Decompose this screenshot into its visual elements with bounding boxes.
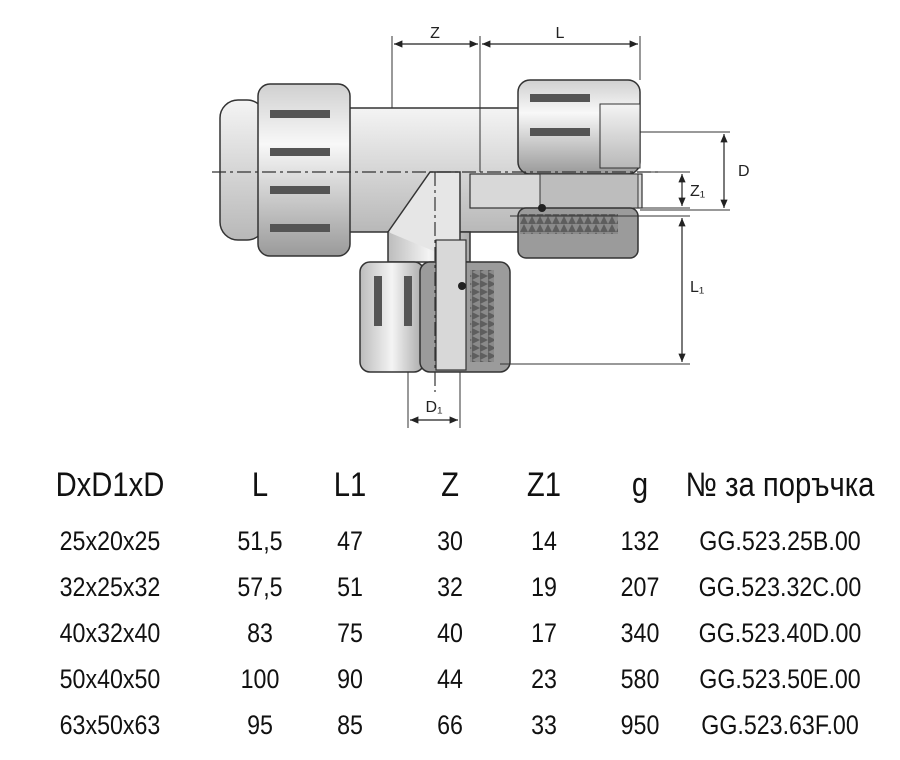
table-cell: 66 [437,710,463,740]
table-cell: 23 [531,664,557,694]
table-cell: 57,5 [237,572,283,602]
table-cell: 51,5 [237,526,283,556]
table-row: 32x25x32 57,5 51 32 19 207 GG.523.32C.00 [0,564,900,610]
table-cell: 40x32x40 [59,618,161,648]
right-compression-nut [469,79,643,259]
table-cell: 83 [247,618,273,648]
table-cell: 50x40x50 [59,664,161,694]
bottom-compression-nut [359,239,511,373]
header-cell: Z [441,466,459,504]
table-cell: GG.523.40D.00 [698,618,862,648]
table-cell: 14 [531,526,557,556]
header-cell: Z1 [526,466,562,504]
header-cell: L [251,466,269,504]
left-compression-nut [219,83,351,257]
table-cell: GG.523.25B.00 [699,526,861,556]
centerlines [212,171,660,392]
table-row: 50x40x50 100 90 44 23 580 GG.523.50E.00 [0,656,900,702]
table-cell: GG.523.50E.00 [699,664,861,694]
dim-label-d1: D₁ [426,399,443,416]
table-cell: 207 [620,572,660,602]
table-row: 25x20x25 51,5 47 30 14 132 GG.523.25B.00 [0,518,900,564]
header-cell: № за поръчка [685,466,875,504]
dim-label-z1: Z₁ [690,183,705,200]
table-cell: 51 [337,572,363,602]
tee-fitting-drawing: Z L D Z₁ L₁ D₁ [212,25,750,428]
spec-table: DxD1xD L L1 Z Z1 g № за поръчка 25x20x25… [0,452,900,748]
table-cell: 25x20x25 [59,526,161,556]
table-cell: 32 [437,572,463,602]
table-cell: 95 [247,710,273,740]
header-cell: g [631,466,649,504]
table-header-row: DxD1xD L L1 Z Z1 g № за поръчка [0,452,900,518]
table-cell: 63x50x63 [59,710,161,740]
table-cell: 32x25x32 [59,572,161,602]
table-cell: 40 [437,618,463,648]
dim-label-l: L [556,25,565,42]
table-row: 40x32x40 83 75 40 17 340 GG.523.40D.00 [0,610,900,656]
table-cell: GG.523.32C.00 [698,572,862,602]
dim-label-d: D [738,163,750,180]
dim-label-z: Z [430,25,440,42]
dim-label-l1: L₁ [690,279,704,296]
table-cell: 580 [620,664,660,694]
table-cell: 90 [337,664,363,694]
header-cell: L1 [333,466,367,504]
table-row: 63x50x63 95 85 66 33 950 GG.523.63F.00 [0,702,900,748]
table-cell: GG.523.63F.00 [701,710,859,740]
table-cell: 47 [337,526,363,556]
table-cell: 85 [337,710,363,740]
header-cell: DxD1xD [55,466,165,504]
dimension-lines [394,40,728,424]
table-cell: 950 [620,710,660,740]
table-cell: 17 [531,618,557,648]
table-cell: 33 [531,710,557,740]
extension-lines [391,36,730,428]
table-cell: 340 [620,618,660,648]
table-cell: 100 [240,664,280,694]
table-cell: 44 [437,664,463,694]
table-cell: 19 [531,572,557,602]
table-cell: 30 [437,526,463,556]
table-cell: 75 [337,618,363,648]
table-cell: 132 [620,526,660,556]
